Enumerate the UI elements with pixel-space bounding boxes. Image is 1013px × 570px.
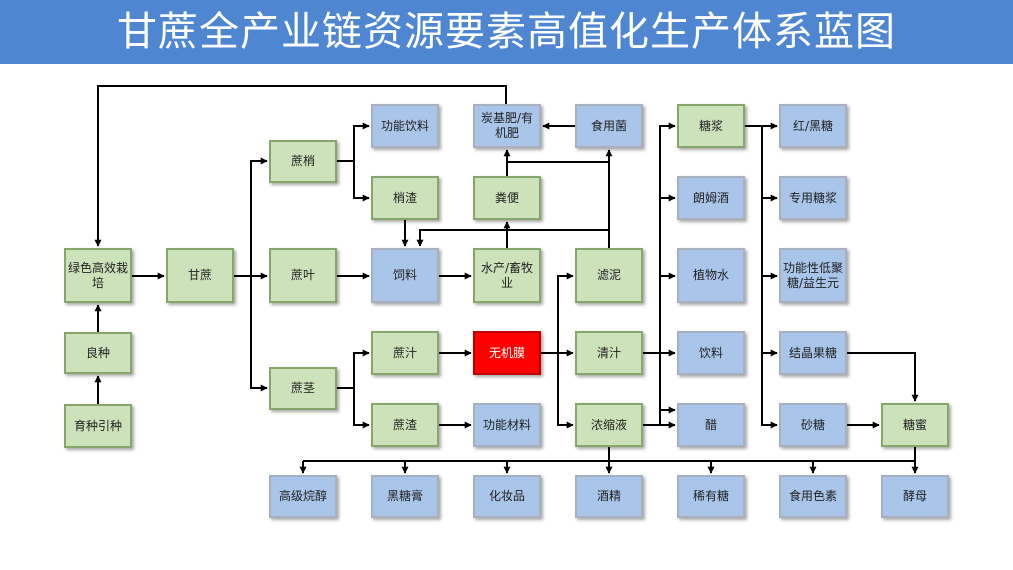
node-yeast: 酵母 (881, 475, 949, 518)
node-policosanol: 高级烷醇 (269, 475, 337, 518)
node-green-efficient-cultivation: 绿色高效栽培 (64, 248, 132, 303)
node-improved-variety: 良种 (64, 332, 132, 374)
node-cane-leaf: 蔗叶 (269, 248, 337, 303)
flow-arrow (337, 349, 370, 389)
flow-arrow (416, 229, 609, 247)
node-biochar-organic-fertilizer: 炭基肥/有机肥 (473, 104, 541, 148)
node-syrup: 糖浆 (677, 104, 745, 148)
flow-arrow (557, 353, 574, 429)
node-vinegar: 醋 (677, 403, 745, 447)
node-alcohol: 酒精 (575, 475, 643, 518)
flow-arrow (847, 352, 919, 402)
node-cane-juice: 蔗汁 (371, 331, 439, 375)
flow-arrow (659, 122, 676, 425)
flow-arrow (557, 272, 574, 353)
page-title: 甘蔗全产业链资源要素高值化生产体系蓝图 (117, 9, 896, 55)
node-aquaculture-livestock: 水产/畜牧业 (473, 248, 541, 303)
title-bar: 甘蔗全产业链资源要素高值化生产体系蓝图 (0, 0, 1013, 64)
node-concentrate: 浓缩液 (575, 403, 643, 447)
node-manure: 粪便 (473, 176, 541, 220)
node-molasses: 糖蜜 (881, 403, 949, 447)
node-granulated-sugar: 砂糖 (779, 403, 847, 447)
flow-arrow (353, 161, 370, 202)
node-clear-juice: 清汁 (575, 331, 643, 375)
node-functional-material: 功能材料 (473, 403, 541, 447)
node-brown-black-sugar: 红/黑糖 (779, 104, 847, 148)
flow-arrow (761, 126, 778, 429)
node-special-syrup: 专用糖浆 (779, 176, 847, 220)
node-breeding-introduction: 育种引种 (64, 404, 132, 448)
node-rum: 朗姆酒 (677, 176, 745, 220)
node-top-residue: 梢渣 (371, 176, 439, 220)
node-sugarcane: 甘蔗 (166, 248, 234, 303)
node-functional-drink: 功能饮料 (371, 104, 439, 148)
node-black-sugar-paste: 黑糖膏 (371, 475, 439, 518)
node-cane-stem: 蔗茎 (269, 367, 337, 410)
node-beverage: 饮料 (677, 331, 745, 375)
node-food-coloring: 食用色素 (779, 475, 847, 518)
flow-arrow (250, 276, 268, 392)
node-cosmetics: 化妆品 (473, 475, 541, 518)
node-cane-top: 蔗梢 (269, 140, 337, 183)
flow-arrow (250, 157, 268, 276)
flow-arrow (337, 122, 370, 162)
node-edible-fungi: 食用菌 (575, 104, 643, 148)
node-bagasse: 蔗渣 (371, 403, 439, 447)
node-rare-sugar: 稀有糖 (677, 475, 745, 518)
flow-arrow (353, 388, 370, 429)
node-crystalline-fructose: 结晶果糖 (779, 331, 847, 375)
node-plant-water: 植物水 (677, 248, 745, 303)
node-filter-mud: 滤泥 (575, 248, 643, 303)
node-feed: 饲料 (371, 248, 439, 303)
flow-arrow (94, 85, 507, 247)
node-inorganic-membrane: 无机膜 (473, 331, 541, 375)
node-functional-oligosaccharide: 功能性低聚糖/益生元 (779, 248, 847, 303)
